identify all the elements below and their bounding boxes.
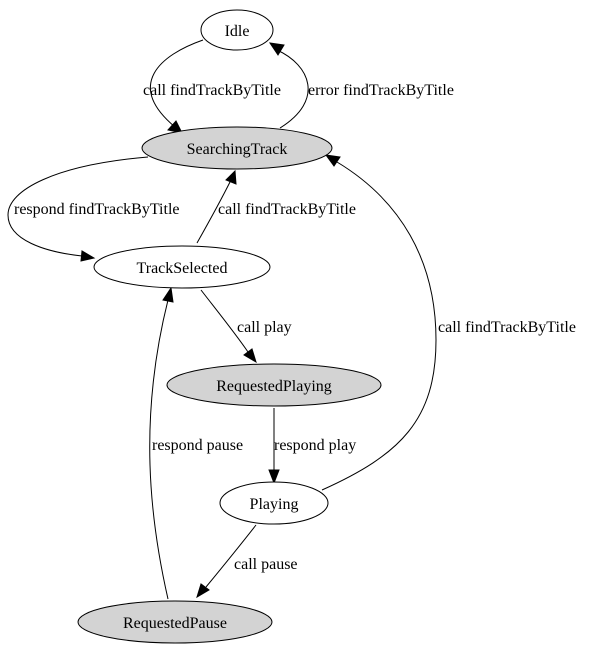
- edge-requested-playing-to-playing: respond play: [268, 408, 356, 485]
- arrow-head: [243, 348, 257, 364]
- edge-label: call play: [237, 319, 292, 336]
- edge-path: [149, 299, 169, 600]
- edge-label: respond play: [274, 437, 356, 454]
- node-idle: Idle: [200, 9, 274, 51]
- arrow-head: [268, 42, 285, 56]
- node-shape: [77, 600, 273, 644]
- edge-label: call findTrackByTitle: [218, 201, 356, 218]
- arrow-head: [196, 583, 210, 599]
- edge-searching-to-idle: error findTrackByTitle: [268, 42, 454, 129]
- edge-searching-to-selected: respond findTrackByTitle: [7, 156, 180, 262]
- node-playing: Playing: [219, 481, 329, 525]
- edge-label: error findTrackByTitle: [308, 82, 454, 99]
- edge-label: respond pause: [152, 437, 243, 454]
- edge-label: call findTrackByTitle: [143, 82, 281, 99]
- node-searching-track: SearchingTrack: [141, 126, 333, 170]
- edge-path: [200, 289, 249, 353]
- node-label: RequestedPause: [123, 615, 227, 632]
- arrow-head: [324, 154, 341, 167]
- node-label: RequestedPlaying: [216, 378, 332, 395]
- node-label: Playing: [250, 496, 299, 513]
- edge-path: [150, 39, 204, 128]
- edge-label: call findTrackByTitle: [438, 319, 576, 336]
- edge-label: call pause: [234, 556, 298, 573]
- edge-path: [276, 49, 309, 129]
- edge-requested-pause-to-selected: respond pause: [149, 286, 243, 600]
- node-label: Idle: [225, 23, 250, 40]
- edge-idle-to-searching: call findTrackByTitle: [143, 39, 281, 134]
- node-requested-pause: RequestedPause: [77, 600, 273, 644]
- node-shape: [219, 481, 329, 525]
- arrow-head: [167, 120, 183, 134]
- edge-path: [205, 524, 257, 588]
- node-shape: [200, 9, 274, 51]
- edge-playing-to-searching: call findTrackByTitle: [321, 154, 576, 491]
- edge-selected-to-searching: call findTrackByTitle: [196, 169, 356, 244]
- edge-path: [196, 179, 232, 244]
- node-label: TrackSelected: [137, 260, 228, 277]
- arrow-head: [80, 250, 96, 262]
- node-requested-playing: RequestedPlaying: [166, 363, 382, 407]
- edge-path: [7, 156, 149, 257]
- arrow-head: [268, 469, 280, 485]
- edge-selected-to-requested-playing: call play: [200, 289, 292, 364]
- arrow-head: [225, 169, 237, 185]
- node-track-selected: TrackSelected: [93, 245, 271, 289]
- node-shape: [93, 245, 271, 289]
- arrow-head: [162, 286, 174, 303]
- node-shape: [166, 363, 382, 407]
- node-shape: [141, 126, 333, 170]
- edge-label: respond findTrackByTitle: [14, 201, 180, 218]
- node-label: SearchingTrack: [187, 141, 288, 158]
- edge-playing-to-requested-pause: call pause: [196, 524, 298, 599]
- edge-path: [321, 161, 437, 491]
